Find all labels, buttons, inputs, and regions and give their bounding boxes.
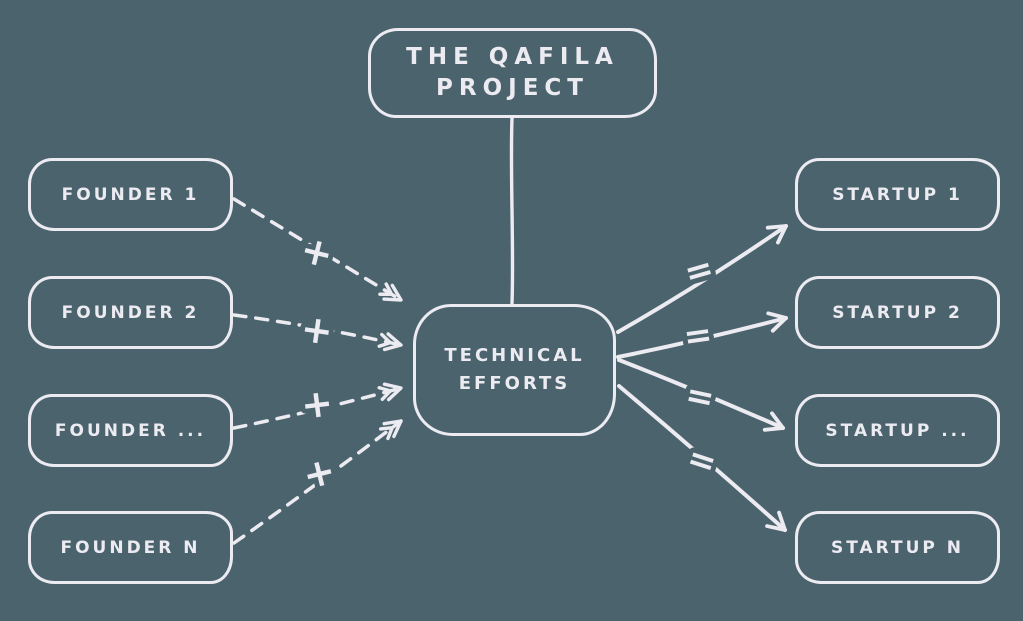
- plus-symbol-2: +: [298, 306, 336, 354]
- node-startup-ellipsis-label: STARTUP ...: [825, 420, 970, 441]
- edge-center-to-startup4: [617, 384, 787, 532]
- node-startup-2-label: STARTUP 2: [832, 302, 963, 323]
- edge-founder4-to-center: [232, 419, 403, 545]
- node-qafila-project-label-line2: PROJECT: [436, 75, 589, 101]
- node-technical-efforts-label-line1: TECHNICAL: [444, 345, 585, 366]
- node-technical-efforts-label-line2: EFFORTS: [458, 373, 571, 394]
- node-founder-ellipsis-label: FOUNDER ...: [54, 420, 207, 441]
- node-startup-ellipsis: STARTUP ...: [795, 394, 1000, 467]
- equals-symbol-1: =: [680, 248, 718, 294]
- edge-founder1-to-center: [232, 197, 403, 302]
- node-founder-n: FOUNDER N: [28, 511, 233, 584]
- node-qafila-project: THE QAFILA PROJECT: [368, 28, 657, 118]
- node-founder-2: FOUNDER 2: [28, 276, 233, 349]
- plus-symbol-3: +: [299, 380, 336, 428]
- node-founder-1-label: FOUNDER 1: [61, 184, 200, 205]
- node-founder-1: FOUNDER 1: [28, 158, 233, 231]
- node-startup-2: STARTUP 2: [795, 276, 1000, 349]
- node-founder-n-label: FOUNDER N: [60, 537, 201, 558]
- node-startup-1: STARTUP 1: [795, 158, 1000, 231]
- plus-symbol-1: +: [296, 227, 338, 277]
- equals-symbol-2: =: [681, 314, 715, 358]
- edge-center-to-startup3: [617, 358, 785, 432]
- node-technical-efforts: TECHNICAL EFFORTS: [413, 304, 616, 436]
- node-startup-n: STARTUP N: [795, 511, 1000, 584]
- equals-symbol-3: =: [682, 374, 718, 419]
- edge-center-to-startup2: [616, 311, 788, 359]
- node-startup-n-label: STARTUP N: [830, 537, 964, 558]
- node-qafila-project-label-line1: THE QAFILA: [406, 44, 619, 70]
- edge-center-to-startup1: [616, 224, 788, 334]
- edge-title-to-center: [509, 116, 515, 305]
- node-founder-2-label: FOUNDER 2: [61, 302, 200, 323]
- node-founder-ellipsis: FOUNDER ...: [28, 394, 233, 467]
- node-startup-1-label: STARTUP 1: [832, 184, 963, 205]
